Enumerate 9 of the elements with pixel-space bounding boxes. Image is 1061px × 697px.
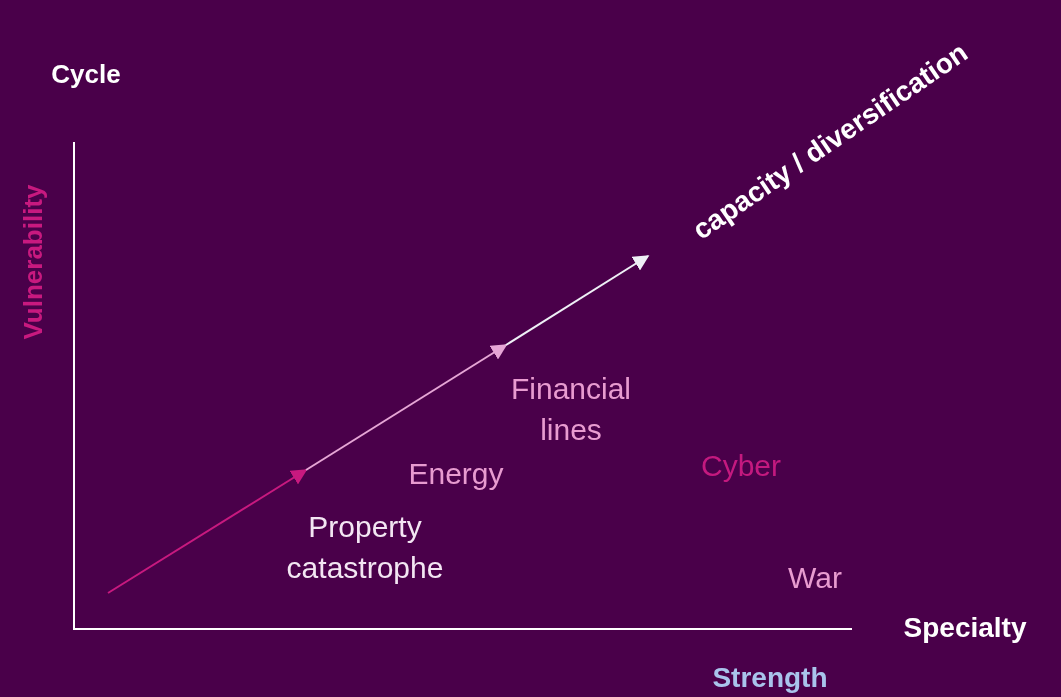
category-label: War bbox=[788, 559, 842, 596]
axis-title: Cycle bbox=[51, 57, 121, 91]
category-label: Property catastrophe bbox=[285, 509, 445, 586]
axis-title: Vulnerability bbox=[16, 184, 49, 340]
category-label: Financial lines bbox=[509, 371, 633, 448]
axis-title: Strength bbox=[712, 660, 828, 695]
category-label: Energy bbox=[408, 455, 504, 492]
category-label: Cyber bbox=[701, 447, 781, 484]
axis-title: Specialty bbox=[903, 610, 1027, 645]
